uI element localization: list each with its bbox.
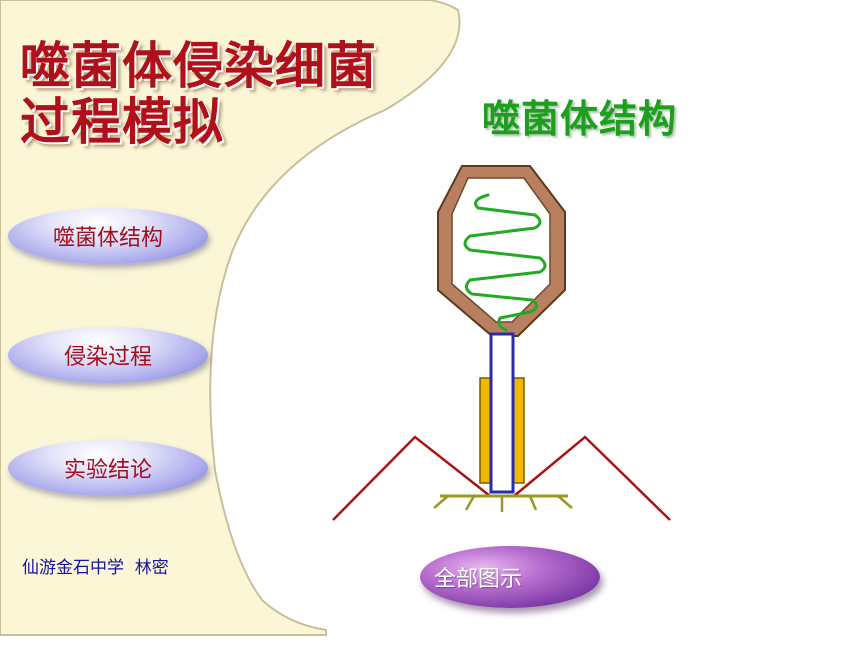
phage-spikes xyxy=(433,495,573,512)
phage-dna xyxy=(463,193,547,332)
phage-tail-core xyxy=(489,332,515,494)
phage-tail-fiber-right xyxy=(513,435,671,521)
section-heading: 噬菌体结构 xyxy=(482,97,678,141)
phage-structure-button-label: 噬菌体结构 xyxy=(52,226,163,251)
show-all-diagrams-button[interactable]: 全部图示 xyxy=(420,546,600,608)
phage-structure-button[interactable]: 噬菌体结构 xyxy=(8,208,208,264)
infection-process-button-label: 侵染过程 xyxy=(63,345,152,370)
experiment-conclusion-button[interactable]: 实验结论 xyxy=(8,440,208,496)
author-credit: 仙游金石中学 林密 xyxy=(22,558,169,578)
infection-process-button[interactable]: 侵染过程 xyxy=(8,327,208,383)
page-title-line1: 噬菌体侵染细菌 xyxy=(20,37,377,95)
phage-tail-sheath-right xyxy=(512,377,525,484)
show-all-diagrams-button-label: 全部图示 xyxy=(434,567,523,592)
bacteriophage-diagram xyxy=(332,165,671,521)
page-title-line2: 过程模拟 xyxy=(20,93,224,151)
phage-tail-fiber-left xyxy=(332,435,491,521)
phage-tail-sheath-left xyxy=(479,377,492,484)
experiment-conclusion-button-label: 实验结论 xyxy=(63,458,152,483)
